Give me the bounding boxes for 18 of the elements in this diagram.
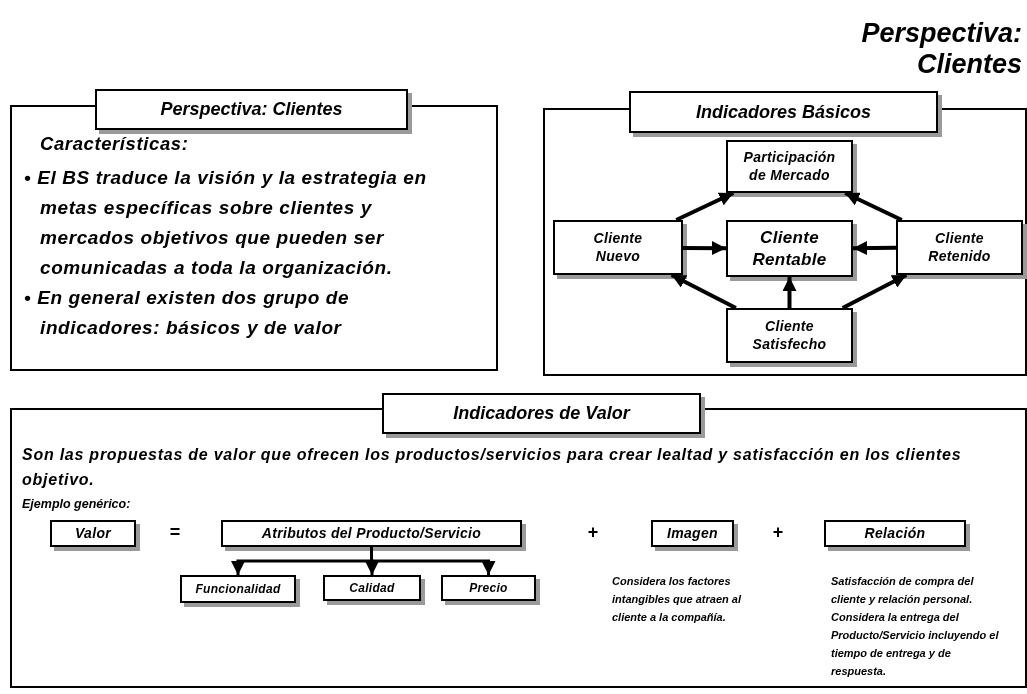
arrow: [844, 191, 903, 222]
arrow: [675, 191, 735, 222]
description-text: Satisfacción de compra del cliente y relación personal. Considera la entrega del Producto/Servicio incluyendo el tiempo de entrega y de respuesta.: [831, 574, 1000, 679]
bullet-text: • El BS traduce la visión y la estrategia en metas específicas sobre clientes y mercados objetivos que pueden ser comunicadas a toda la organización.: [24, 166, 428, 280]
page-title: Perspectiva: Clientes: [860, 18, 1022, 80]
arrow: [670, 273, 737, 310]
plus-sign: +: [586, 522, 600, 543]
equals-sign: =: [168, 522, 182, 543]
plus-sign: +: [771, 522, 785, 543]
description-text: Son las propuestas de valor que ofrecen los productos/servicios para crear lealtad y satisfacción en los clientes objetivo.: [22, 445, 963, 490]
arrow: [853, 241, 896, 256]
arrow: [782, 277, 797, 308]
bullet-text: • En general existen dos grupo de indicadores: básicos y de valor: [24, 286, 351, 340]
description-text: Considera los factores intangibles que atraen al cliente a la compañía.: [612, 574, 743, 625]
subheading: Ejemplo genérico:: [22, 497, 131, 511]
subheading: Características:: [40, 133, 189, 155]
arrow: [683, 241, 726, 256]
arrow: [841, 273, 908, 310]
